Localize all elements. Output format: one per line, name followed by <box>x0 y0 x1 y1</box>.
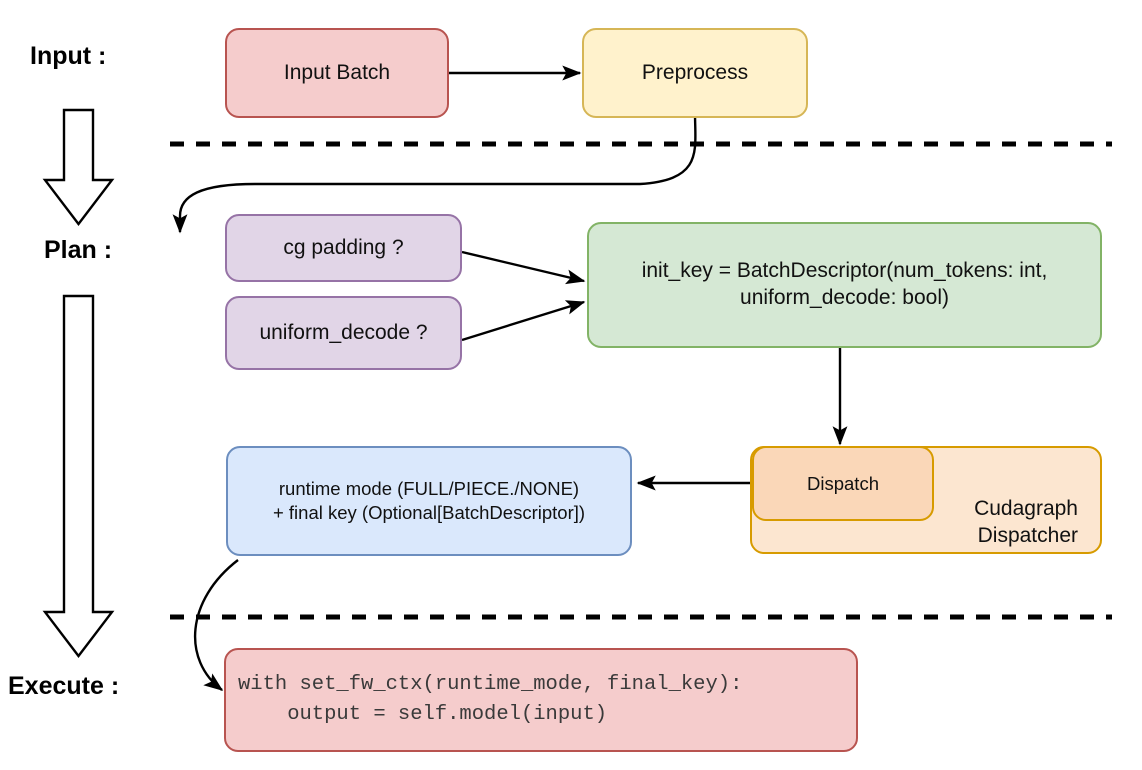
edge-uniform-decode-to-init-key <box>461 300 586 342</box>
node-preprocess-label: Preprocess <box>641 60 749 84</box>
stage-label-execute: Execute : <box>8 672 120 700</box>
node-init-key[interactable]: init_key = BatchDescriptor(num_tokens: i… <box>587 222 1102 348</box>
node-cudagraph-dispatcher-line2: Dispatcher <box>977 524 1078 548</box>
node-cg-padding[interactable]: cg padding ? <box>225 214 462 282</box>
stage-label-plan: Plan : <box>44 236 113 264</box>
stage-arrow-input-to-plan <box>42 108 115 226</box>
node-uniform-decode-label: uniform_decode ? <box>259 320 428 344</box>
edge-cg-padding-to-init-key <box>461 250 586 285</box>
node-input-batch[interactable]: Input Batch <box>225 28 449 118</box>
node-execute-code-line1: with set_fw_ctx(runtime_mode, final_key)… <box>238 673 743 697</box>
node-uniform-decode[interactable]: uniform_decode ? <box>225 296 462 370</box>
stage-label-input: Input : <box>30 42 107 70</box>
node-init-key-line1: init_key = BatchDescriptor(num_tokens: i… <box>641 259 1048 283</box>
node-cg-padding-label: cg padding ? <box>283 235 404 259</box>
node-runtime-mode-line1: runtime mode (FULL/PIECE./NONE) <box>278 478 580 500</box>
node-dispatch[interactable]: Dispatch <box>752 446 934 521</box>
node-preprocess[interactable]: Preprocess <box>582 28 808 118</box>
node-runtime-mode[interactable]: runtime mode (FULL/PIECE./NONE) + final … <box>226 446 632 556</box>
node-input-batch-label: Input Batch <box>283 60 391 84</box>
node-cudagraph-dispatcher-line1: Cudagraph <box>974 497 1078 521</box>
node-execute-code[interactable]: with set_fw_ctx(runtime_mode, final_key)… <box>224 648 858 752</box>
node-init-key-line2: uniform_decode: bool) <box>740 286 949 309</box>
stage-arrow-plan-to-execute <box>42 294 115 658</box>
node-runtime-mode-line2: + final key (Optional[BatchDescriptor]) <box>272 502 586 523</box>
node-execute-code-line2: output = self.model(input) <box>238 703 608 726</box>
node-dispatch-label: Dispatch <box>807 472 879 494</box>
